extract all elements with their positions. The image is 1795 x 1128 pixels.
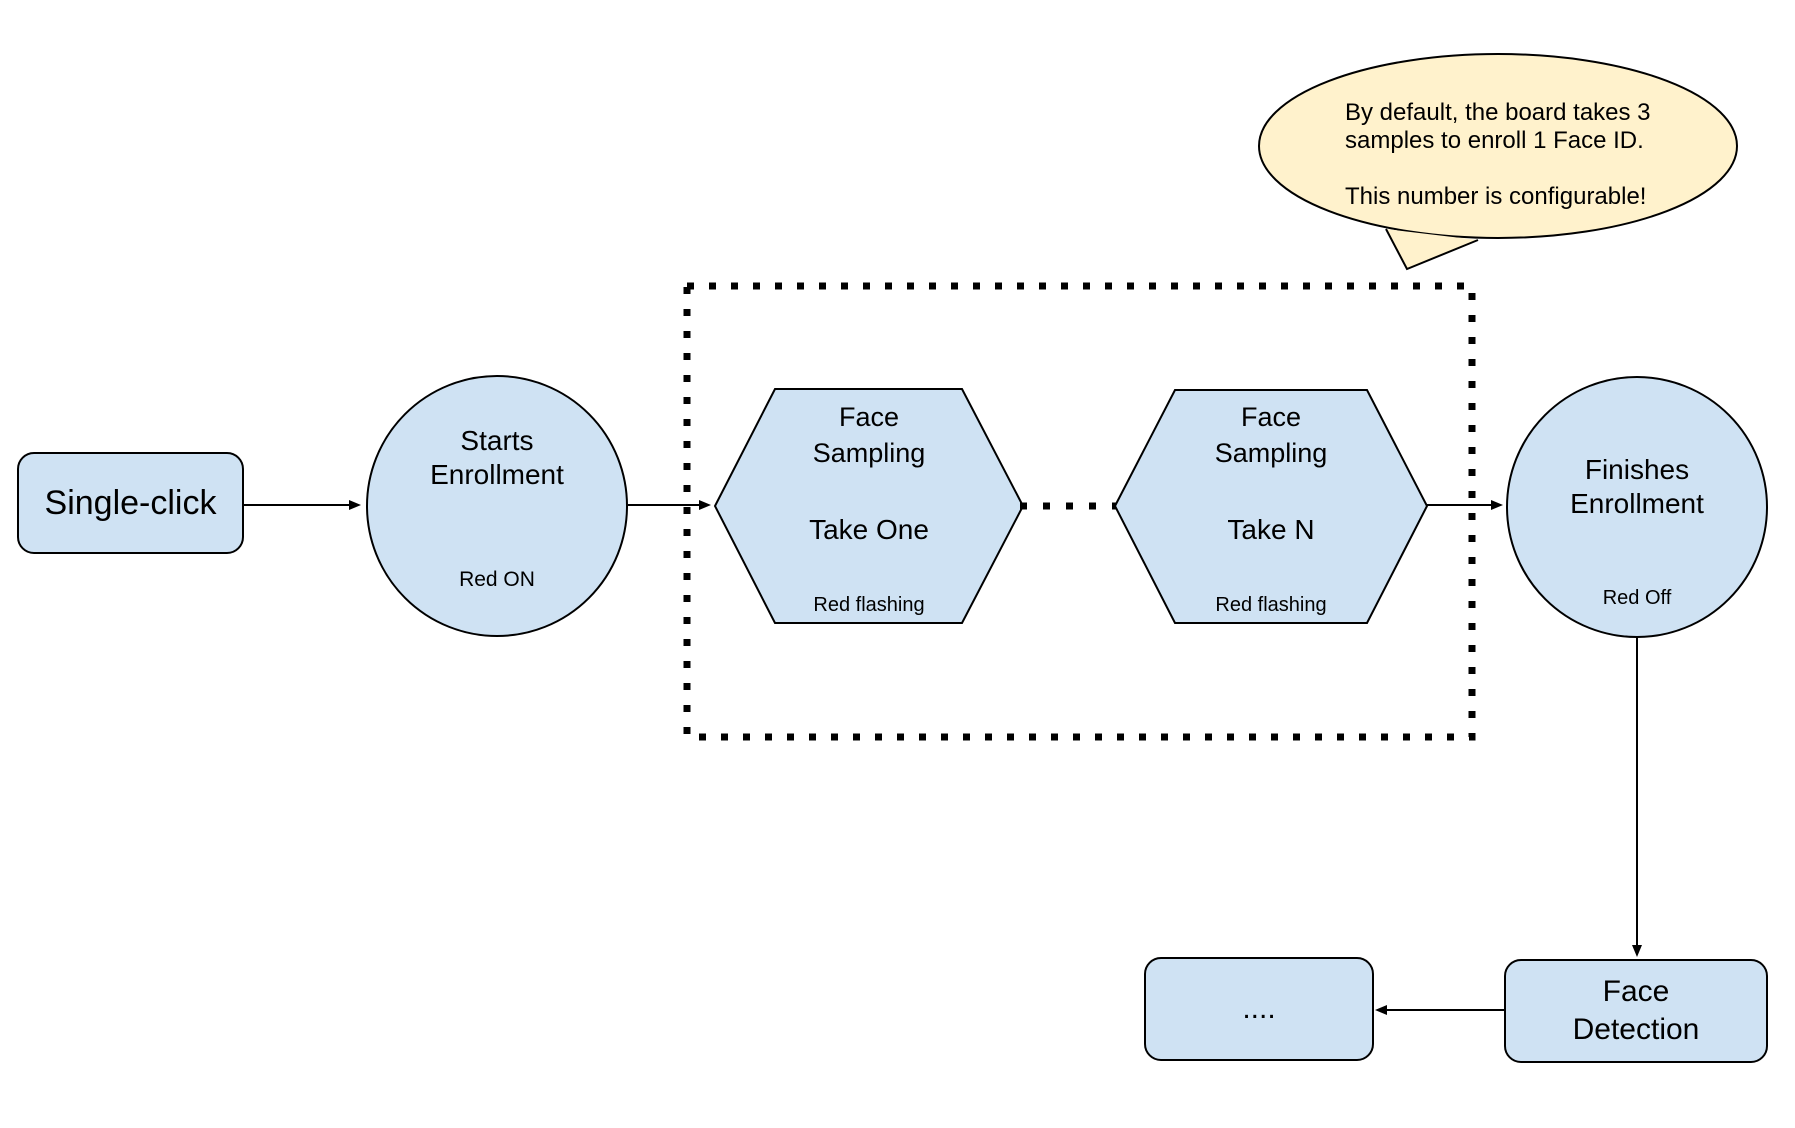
single-click-node [17, 452, 244, 554]
finishes-enrollment-status: Red Off [1602, 587, 1672, 609]
starts-enrollment-status: Red ON [459, 568, 535, 592]
starts-enrollment-label: Starts Enrollment [430, 425, 564, 490]
face-sampling-take-n-status: Red flashing [1215, 594, 1327, 616]
callout-text: By default, the board takes 3 samples to… [1345, 99, 1651, 210]
face-sampling-take-n-step: Take N [1227, 514, 1315, 546]
face-sampling-take-one-step: Take One [809, 514, 929, 546]
face-sampling-take-one-label: Face Sampling [812, 402, 926, 468]
callout-tail [1385, 228, 1479, 271]
face-sampling-take-n-label: Face Sampling [1214, 402, 1328, 468]
callout-bubble [1258, 53, 1738, 239]
sampling-group-dotted-border [683, 282, 1476, 741]
finishes-enrollment-label: Finishes Enrollment [1570, 454, 1704, 519]
face-sampling-take-one-status: Red flashing [813, 594, 925, 616]
single-click-label: Single-click [44, 483, 217, 522]
face-detection-label: Face Detection [1572, 975, 1700, 1046]
finishes-enrollment-node [1506, 376, 1768, 638]
starts-enrollment-node [366, 375, 628, 637]
continuation-label: .... [1242, 992, 1276, 1025]
continuation-node [1144, 957, 1374, 1061]
